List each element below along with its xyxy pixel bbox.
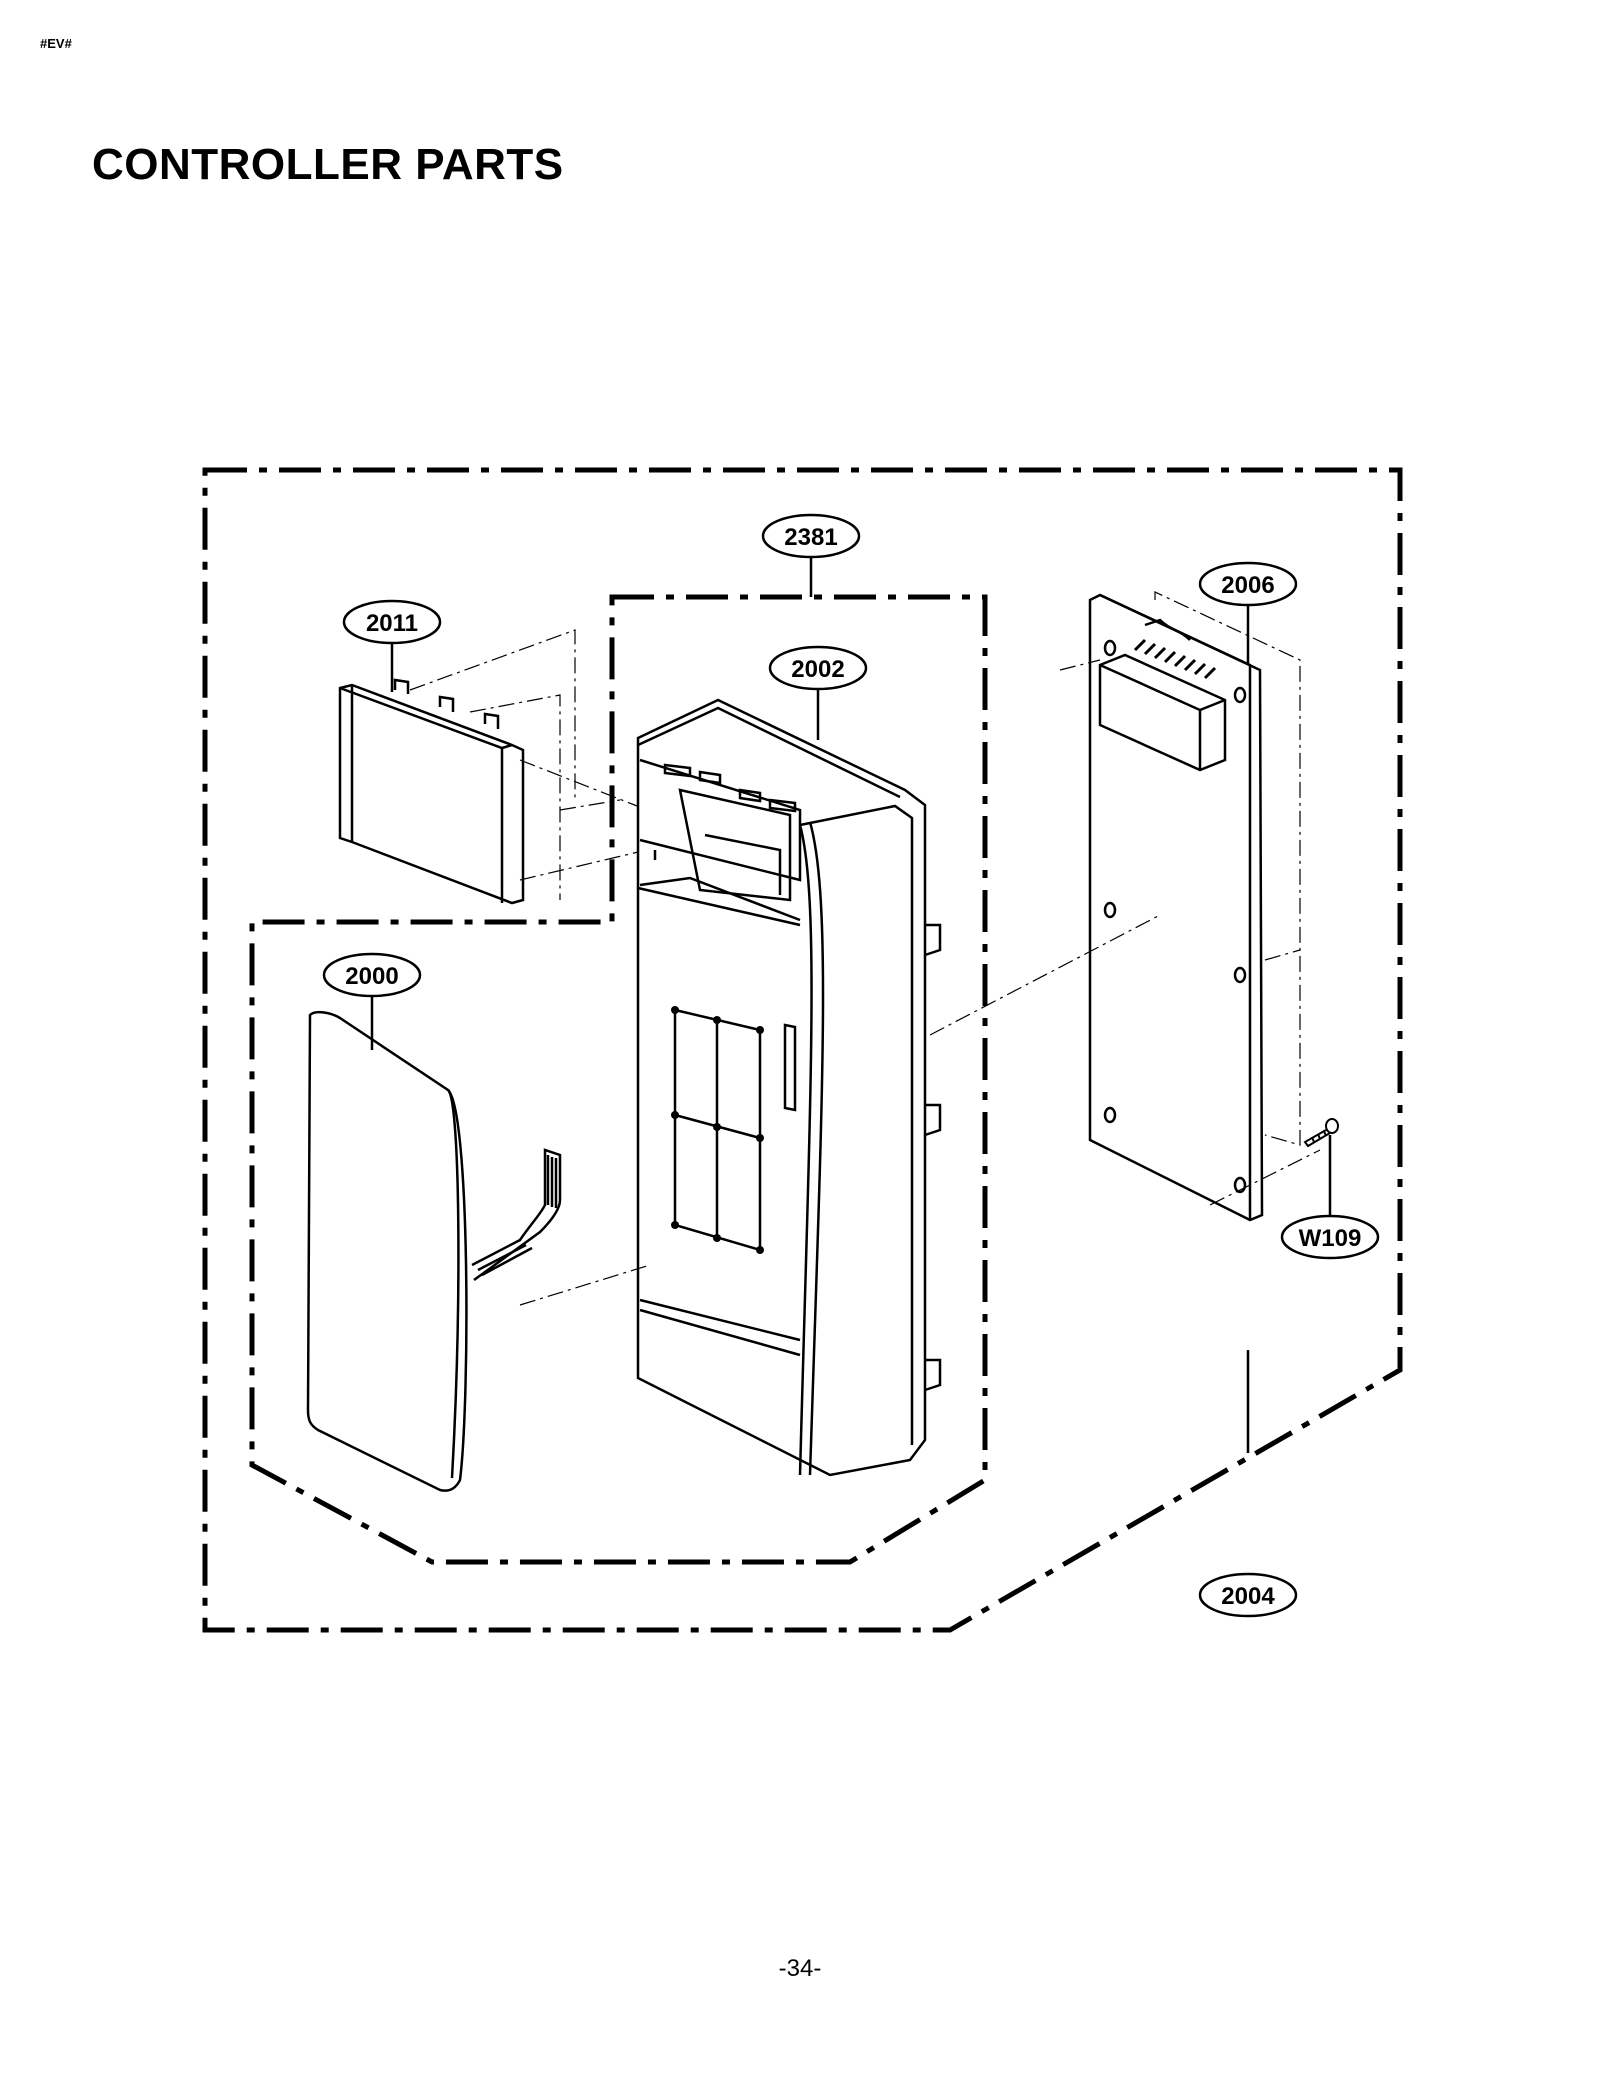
callout-label: 2000 <box>345 963 398 990</box>
callout-label: 2004 <box>1221 1583 1275 1610</box>
callout-label: 2011 <box>366 610 418 637</box>
screw-part <box>1303 1118 1339 1148</box>
page-number: -34- <box>778 1955 822 1982</box>
membrane-switch-part <box>306 1010 562 1492</box>
pcb-part <box>1088 593 1264 1222</box>
callout-2004: 2004 <box>1198 1572 1298 1618</box>
callout-2006: 2006 <box>1198 561 1298 607</box>
callout-label: 2381 <box>784 524 837 551</box>
keypad-dots <box>671 1006 764 1254</box>
header-code: #EV# <box>40 36 72 51</box>
callout-2002: 2002 <box>768 645 868 691</box>
callout-2000: 2000 <box>322 952 422 998</box>
callout-label: 2002 <box>791 656 844 683</box>
callout-label: 2006 <box>1221 572 1274 599</box>
group-boundary-2381 <box>249 594 988 1565</box>
button-cover-part <box>338 678 525 905</box>
page-title: CONTROLLER PARTS <box>92 140 564 189</box>
callout-W109: W109 <box>1280 1214 1380 1260</box>
callout-2381: 2381 <box>761 513 861 559</box>
controller-frame-part <box>636 698 942 1477</box>
assembly-boundary-2004 <box>202 467 1403 1633</box>
callout-2011: 2011 <box>342 599 442 645</box>
callout-label: W109 <box>1299 1225 1362 1252</box>
